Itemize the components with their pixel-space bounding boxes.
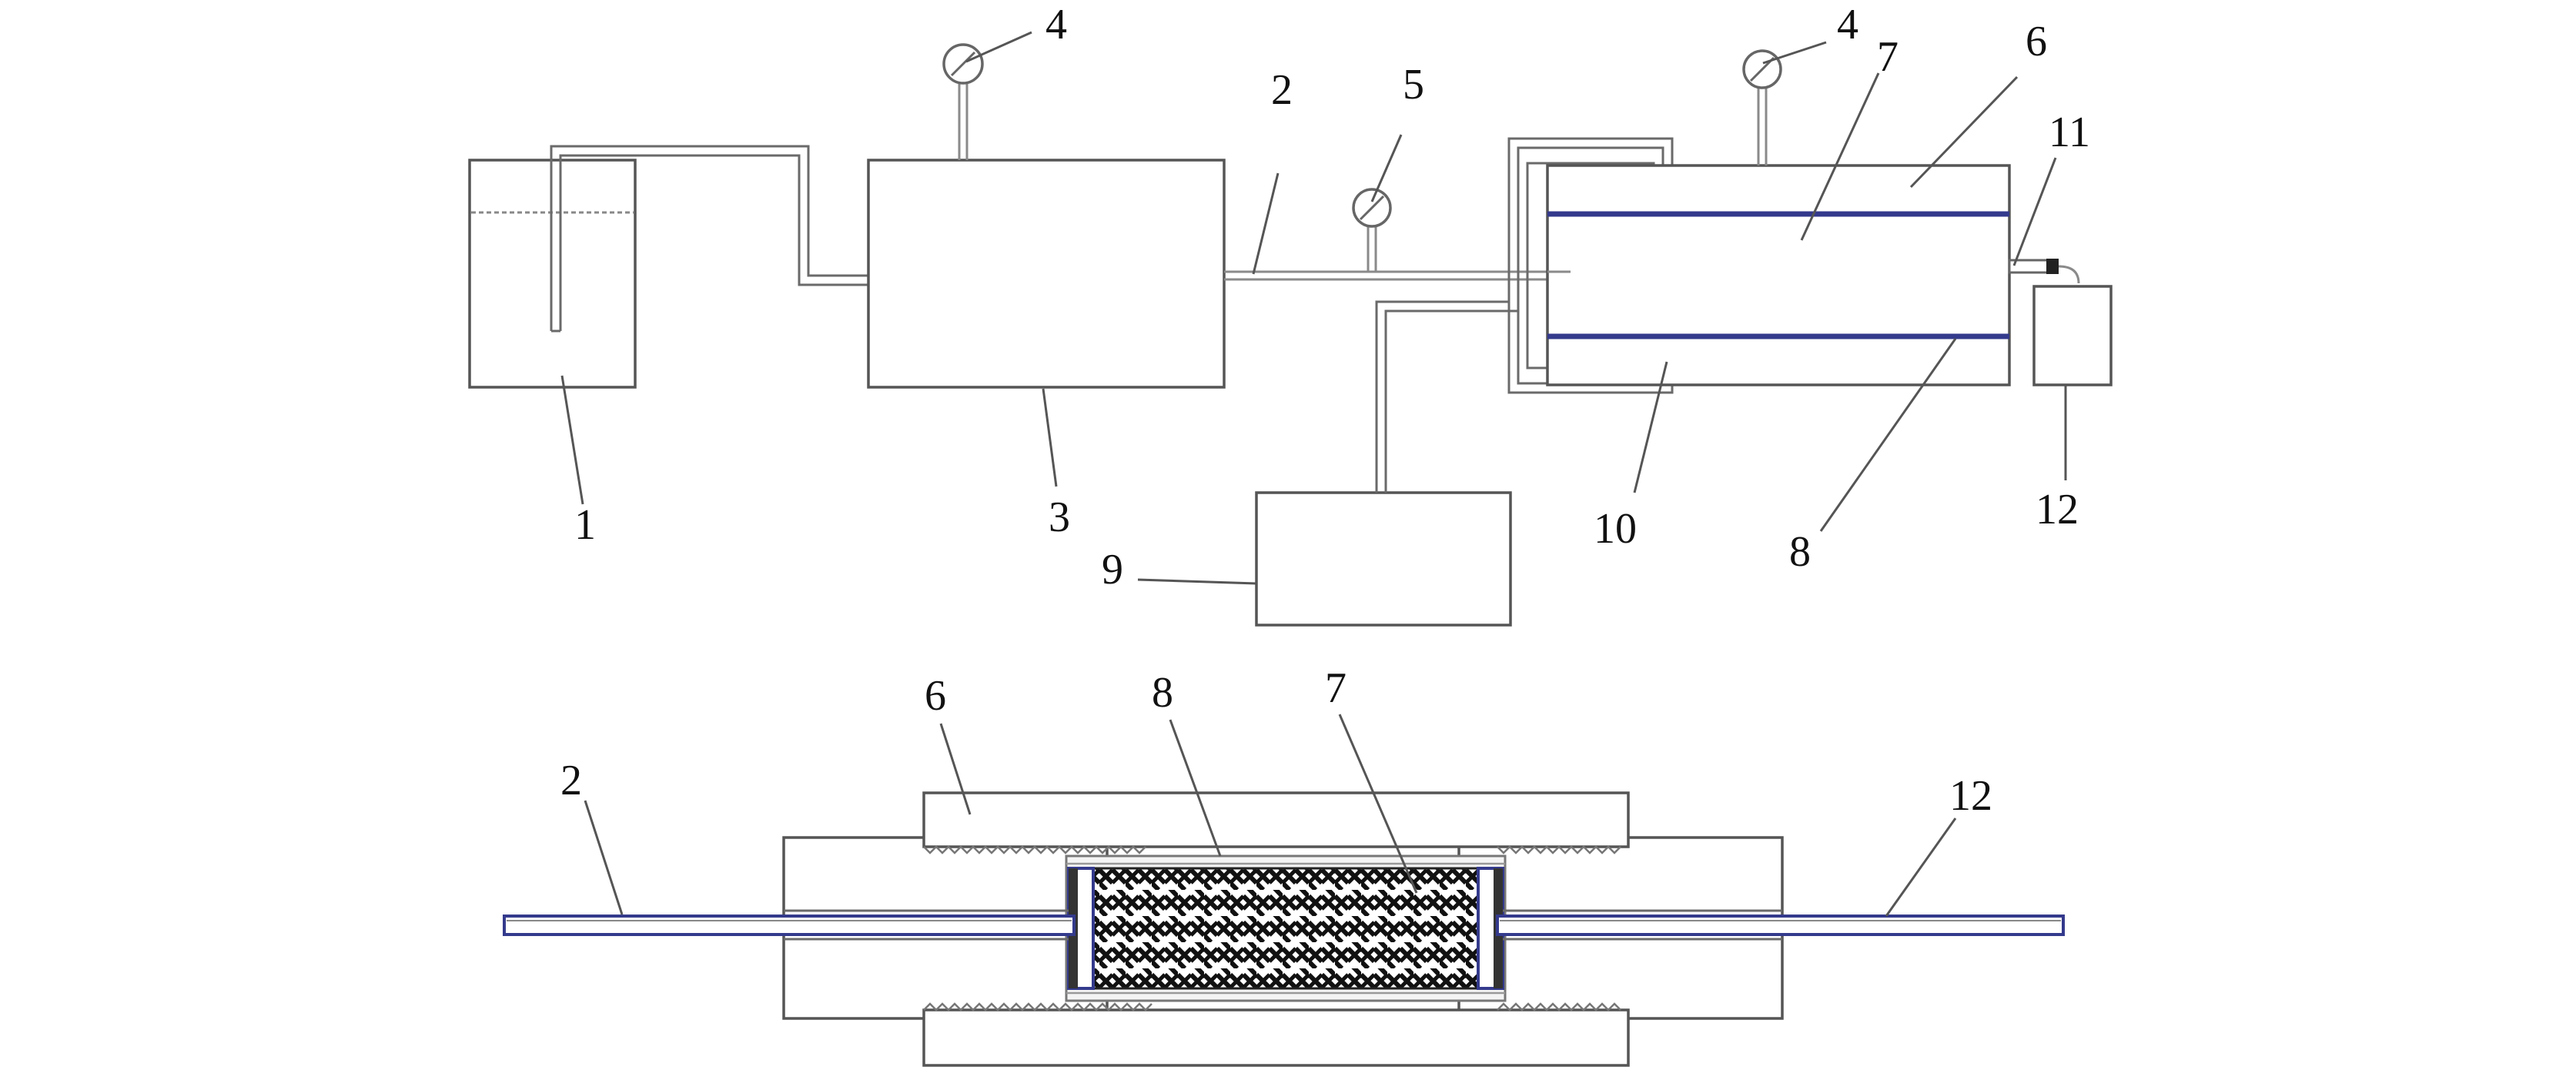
label-4a: 4 xyxy=(1045,1,1067,48)
bottom-label-12: 12 xyxy=(1949,772,1992,820)
bottom-cross-section: 2 6 8 7 12 xyxy=(503,664,2065,1067)
label-11: 11 xyxy=(2049,109,2090,156)
capillary-12 xyxy=(1496,915,2065,936)
threads xyxy=(923,845,1621,1011)
unit-3 xyxy=(867,159,1226,389)
nut-6-top xyxy=(922,791,1630,848)
top-schematic: 1 2 3 4 5 4 7 6 11 9 10 8 12 xyxy=(468,1,2113,627)
pressure-gauge-4a xyxy=(942,43,984,160)
nut-6-bottom xyxy=(922,1008,1630,1067)
label-1: 1 xyxy=(574,501,596,549)
capillary-2 xyxy=(503,915,1076,936)
collector-12 xyxy=(2032,285,2113,386)
label-12: 12 xyxy=(2036,486,2079,533)
outlet-11 xyxy=(2008,259,2080,284)
label-6: 6 xyxy=(2026,18,2047,65)
label-8: 8 xyxy=(1789,528,1811,576)
bottom-label-2: 2 xyxy=(560,757,582,804)
pressure-gauge-4b xyxy=(1742,49,1782,166)
inlet-pipe xyxy=(550,145,868,331)
bottom-label-8: 8 xyxy=(1152,669,1173,717)
label-7: 7 xyxy=(1877,33,1899,81)
label-4b: 4 xyxy=(1837,1,1858,48)
pressure-gauge-5 xyxy=(1352,188,1392,272)
bath-9 xyxy=(1255,491,1512,627)
bottom-label-6: 6 xyxy=(925,672,946,720)
jacket-6 xyxy=(1546,164,2011,386)
label-9: 9 xyxy=(1102,546,1123,594)
packing-7 xyxy=(1092,867,1480,990)
label-2: 2 xyxy=(1271,66,1293,114)
left-fitting xyxy=(1067,867,1095,990)
label-3: 3 xyxy=(1049,493,1070,541)
label-10: 10 xyxy=(1594,505,1637,553)
bottom-label-7: 7 xyxy=(1325,664,1347,712)
label-5: 5 xyxy=(1403,61,1424,109)
